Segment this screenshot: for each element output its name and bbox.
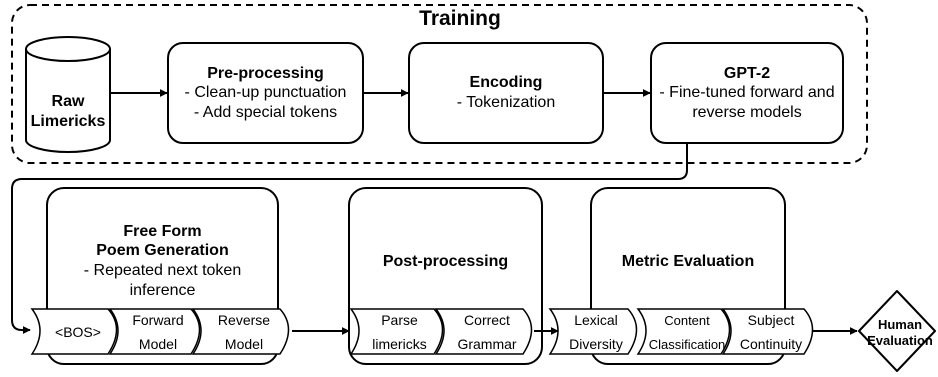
tab-lexical-diversity: [548, 308, 638, 355]
tab-content-classification: [636, 308, 731, 355]
tab-subject-continuity: [721, 308, 814, 355]
preprocessing-line-2: - Add special tokens: [193, 103, 338, 121]
preprocessing-content: Pre-processing - Clean-up punctuation - …: [168, 43, 363, 143]
tab-reverse-model: [191, 308, 290, 355]
generation-title-line-2: Poem Generation: [96, 242, 229, 260]
tab-parse-bottom: limericks: [372, 336, 427, 352]
tab-lexical-bottom: Diversity: [569, 336, 623, 352]
generation-content: Free Form Poem Generation - Repeated nex…: [47, 221, 278, 301]
generation-line-1: - Repeated next token: [83, 262, 242, 279]
human-evaluation-label: Human Evaluation: [862, 313, 938, 353]
evaluation-label: Evaluation: [867, 333, 933, 348]
tab-bos: [30, 308, 118, 355]
gpt2-box: [650, 42, 844, 144]
metric-title: Metric Evaluation: [621, 253, 755, 271]
preprocessing-line-1: - Clean-up punctuation: [184, 84, 347, 102]
limericks-label: Limericks: [30, 113, 106, 130]
tab-parse-top: Parse: [381, 312, 418, 328]
gpt2-title: GPT-2: [723, 64, 771, 82]
human-evaluation-diamond: [858, 290, 936, 372]
encoding-line-1: - Tokenization: [456, 94, 556, 111]
gpt2-content: GPT-2 - Fine-tuned forward and reverse m…: [651, 43, 843, 143]
tab-bos-label: <BOS>: [55, 324, 101, 340]
tab-subject-top: Subject: [747, 312, 795, 328]
tab-correct-grammar: [434, 308, 533, 355]
generation-title-line-1: Free Form: [123, 222, 202, 240]
tab-correct-bottom: Grammar: [457, 336, 517, 352]
tab-forward-top: Forward: [132, 312, 184, 328]
connector-gpt2-to-generation: [11, 143, 688, 334]
training-title: Training: [419, 7, 501, 31]
tab-reverse-bottom: Model: [224, 336, 264, 352]
tab-forward-model: [108, 308, 201, 355]
encoding-content: Encoding - Tokenization: [409, 43, 603, 143]
tab-content-top: Content: [664, 312, 710, 328]
raw-label: Raw: [51, 93, 85, 111]
gpt2-line-2: reverse models: [692, 103, 802, 121]
raw-limericks-cylinder: [25, 36, 111, 153]
gpt2-line-1: - Fine-tuned forward and: [659, 84, 835, 102]
tab-parse-limericks: [349, 308, 444, 355]
tab-correct-top: Correct: [464, 312, 510, 328]
tab-reverse-top: Reverse: [217, 312, 271, 328]
human-label: Human: [877, 316, 923, 332]
tab-lexical-top: Lexical: [574, 312, 618, 328]
generation-line-2: inference: [129, 281, 196, 299]
training-group: [11, 4, 868, 164]
tab-subject-bottom: Continuity: [739, 336, 803, 352]
encoding-title: Encoding: [469, 74, 543, 92]
tab-forward-bottom: Model: [138, 336, 178, 352]
postprocessing-title: Post-processing: [382, 253, 509, 271]
tab-content-bottom: Classification: [648, 336, 726, 352]
raw-limericks-label: Raw Limericks: [26, 85, 110, 139]
preprocessing-title: Pre-processing: [207, 64, 324, 82]
